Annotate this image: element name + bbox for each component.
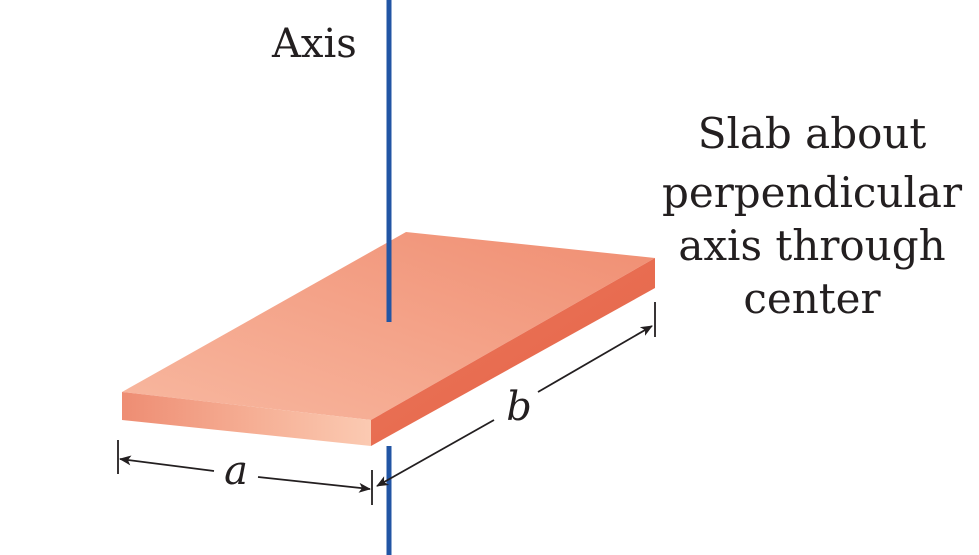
caption-line-4: center <box>743 274 881 323</box>
caption-line-2: perpendicular <box>662 168 963 217</box>
dimension-b-label: b <box>506 384 532 430</box>
dimension-a-arrow-right <box>257 476 371 493</box>
dimension-a-label: a <box>224 448 248 494</box>
slab-top-face <box>122 232 655 420</box>
axis-label: Axis <box>271 21 357 67</box>
caption-line-1: Slab about <box>698 109 927 158</box>
caption-line-3: axis through <box>678 221 945 270</box>
dimension-a-arrow-left <box>119 455 215 472</box>
dimension-b <box>376 302 656 487</box>
dimension-a <box>117 440 373 505</box>
dimension-b-arrow-upper <box>537 325 653 393</box>
slab-side-face <box>371 258 655 446</box>
slab <box>122 232 655 446</box>
dimension-b-arrow-lower <box>376 419 495 487</box>
slab-front-face <box>122 392 371 446</box>
slab-caption: Slab about perpendicular axis through ce… <box>662 109 963 323</box>
